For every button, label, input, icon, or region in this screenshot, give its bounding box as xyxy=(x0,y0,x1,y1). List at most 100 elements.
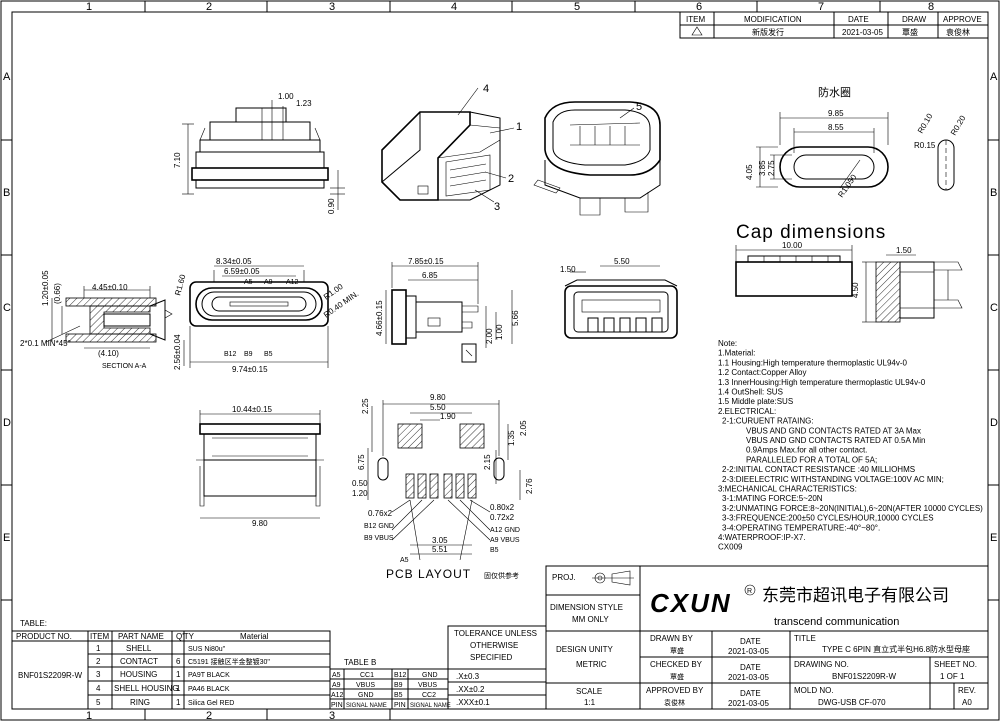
bom-item: 2 xyxy=(96,657,101,666)
checked-by-label: CHECKED BY xyxy=(650,660,703,669)
grid-labels: 1 2 3 4 5 6 7 8 1 2 3 A B C D E A B C D … xyxy=(3,1,998,721)
dim-label: R1.60 xyxy=(173,273,187,296)
company-name-cn: 东莞市超讯电子有限公司 xyxy=(762,586,949,605)
rev-header: ITEM xyxy=(686,15,705,24)
rev-header: MODIFICATION xyxy=(744,15,802,24)
proj-label: PROJ. xyxy=(552,573,576,582)
ring-isometric-view: 5 xyxy=(533,101,661,216)
callout-label: 5 xyxy=(636,101,642,113)
rev-label: REV. xyxy=(958,686,976,695)
dim-label: 0.90 xyxy=(327,198,336,214)
ring-title: 防水圈 xyxy=(818,85,851,99)
mold-no-value: DWG-USB CF-070 xyxy=(818,698,886,707)
row-label: A xyxy=(990,71,998,83)
dim-label: 10.00 xyxy=(782,241,803,250)
drawn-by-label: DRAWN BY xyxy=(650,634,693,643)
note-line: 4:WATERPROOF:IP-X7. xyxy=(718,533,806,542)
dim-label: 10.44±0.15 xyxy=(232,405,273,414)
bom-product-no: BNF01S2209R-W xyxy=(18,671,82,680)
rev-approve: 袁俊林 xyxy=(946,27,970,37)
dim-label: 5.51 xyxy=(432,545,448,554)
note-line: VBUS AND GND CONTACTS RATED AT 3A Max xyxy=(746,426,921,435)
top-view: 8.34±0.05 6.59±0.05 A5 A9 A12 R1.60 R1.0… xyxy=(173,257,360,374)
section-label: SECTION A-A xyxy=(102,363,147,370)
company-logo: CXUN xyxy=(650,588,732,618)
table-b-cell: PIN xyxy=(331,702,343,709)
bom-qty: 6 xyxy=(176,657,181,666)
row-label: E xyxy=(990,532,997,544)
col-label: 2 xyxy=(206,1,212,13)
note-line: 3:MECHANICAL CHARACTERISTICS: xyxy=(718,485,857,494)
date-label: DATE xyxy=(740,663,761,672)
pin-label: A9 VBUS xyxy=(490,537,520,544)
bom-material: Silica Gel RED xyxy=(188,700,234,707)
approved-by-value: 袁俊林 xyxy=(664,698,685,707)
approved-by-label: APPROVED BY xyxy=(646,686,704,695)
dim-label: 1.50 xyxy=(896,246,912,255)
date-value: 2021-03-05 xyxy=(728,699,769,708)
design-unity-label: DESIGN UNITY xyxy=(556,645,614,654)
table-b-cell: A12 xyxy=(331,692,344,699)
dim-label: 3.05 xyxy=(432,536,448,545)
bom-item: 3 xyxy=(96,670,101,679)
bom-part-name: RING xyxy=(130,698,150,707)
bom-part-name: CONTACT xyxy=(120,657,158,666)
rev-modification: 新版发行 xyxy=(752,27,784,37)
drawing-no-label: DRAWING NO. xyxy=(794,660,849,669)
row-label: D xyxy=(990,417,998,429)
note-line: 1.1 Housing:High temperature thermoplast… xyxy=(718,358,908,367)
revision-table: ITEM MODIFICATION DATE DRAW APPROVE 新版发行… xyxy=(679,11,989,39)
bom-material: PA9T BLACK xyxy=(188,672,230,679)
pin-label: B12 xyxy=(224,351,237,358)
col-label: 2 xyxy=(206,710,212,721)
dim-label: 1.00 xyxy=(495,324,504,340)
col-label: 5 xyxy=(574,1,580,13)
tolerance-title: TOLERANCE UNLESS xyxy=(454,629,537,638)
note-line: 2-2:INITIAL CONTACT RESISTANCE :40 MILLI… xyxy=(722,465,915,474)
bom-item: 5 xyxy=(96,698,101,707)
pcb-note: 固仅供参考 xyxy=(484,571,519,580)
date-value: 2021-03-05 xyxy=(728,647,769,656)
pin-label: A5 xyxy=(400,557,409,564)
table-b-cell: B12 xyxy=(394,672,407,679)
callout-label: 3 xyxy=(494,201,500,213)
cap-dimensions-view: Cap dimensions 10.00 4.50 1.50 xyxy=(735,222,963,323)
date-label: DATE xyxy=(740,689,761,698)
bom-header: PRODUCT NO. xyxy=(16,632,72,641)
pin-label: A5 xyxy=(244,279,253,286)
dim-label: 4.05 xyxy=(745,164,754,180)
callout-label: 2 xyxy=(508,173,514,185)
row-label: A xyxy=(3,71,11,83)
bom-item: 1 xyxy=(96,644,101,653)
dim-label: 2.15 xyxy=(483,454,492,470)
dim-label: 3.85 xyxy=(758,160,767,176)
rev-date: 2021-03-05 xyxy=(842,28,883,37)
bom-rows: 1 SHELL SUS Ni80u" 2 CONTACT 6 C5191 接触区… xyxy=(96,644,270,707)
note-line: 1.2 Contact:Copper Alloy xyxy=(718,368,807,377)
dim-label: 1.90 xyxy=(440,412,456,421)
table-b-cell: CC1 xyxy=(360,672,374,679)
row-label: C xyxy=(990,302,998,314)
dim-label: 7.85±0.15 xyxy=(408,257,444,266)
dim-label: 2.56±0.04 xyxy=(173,334,182,370)
dim-label: 5.50 xyxy=(614,257,630,266)
table-b-cell: GND xyxy=(358,692,374,699)
pin-label: A12 xyxy=(286,279,299,286)
dim-label: R1.050 xyxy=(836,172,858,199)
dim-label: 2.75 xyxy=(767,160,776,176)
tolerance-value: .X±0.3 xyxy=(456,672,480,681)
table-b-cell: SIGNAL NAME xyxy=(346,703,387,709)
pcb-layout: 9.80 5.50 2.25 1.90 2.15 1.35 2.05 6.75 … xyxy=(352,393,534,581)
pin-label: B5 xyxy=(264,351,273,358)
bom-material: SUS Ni80u" xyxy=(188,646,226,653)
dim-label: 0.76x2 xyxy=(368,509,393,518)
notes-block: Note:1.Material:1.1 Housing:High tempera… xyxy=(718,339,983,552)
dim-label: 7.10 xyxy=(173,152,182,168)
pcb-title: PCB LAYOUT xyxy=(386,567,471,581)
table-b-cell: PIN xyxy=(394,702,406,709)
dim-label: 0.72x2 xyxy=(490,513,515,522)
dim-label: 6.75 xyxy=(357,454,366,470)
end-view: 1.50 5.50 xyxy=(560,257,678,339)
dim-label: 8.34±0.05 xyxy=(216,257,252,266)
note-line: CX009 xyxy=(718,543,743,552)
